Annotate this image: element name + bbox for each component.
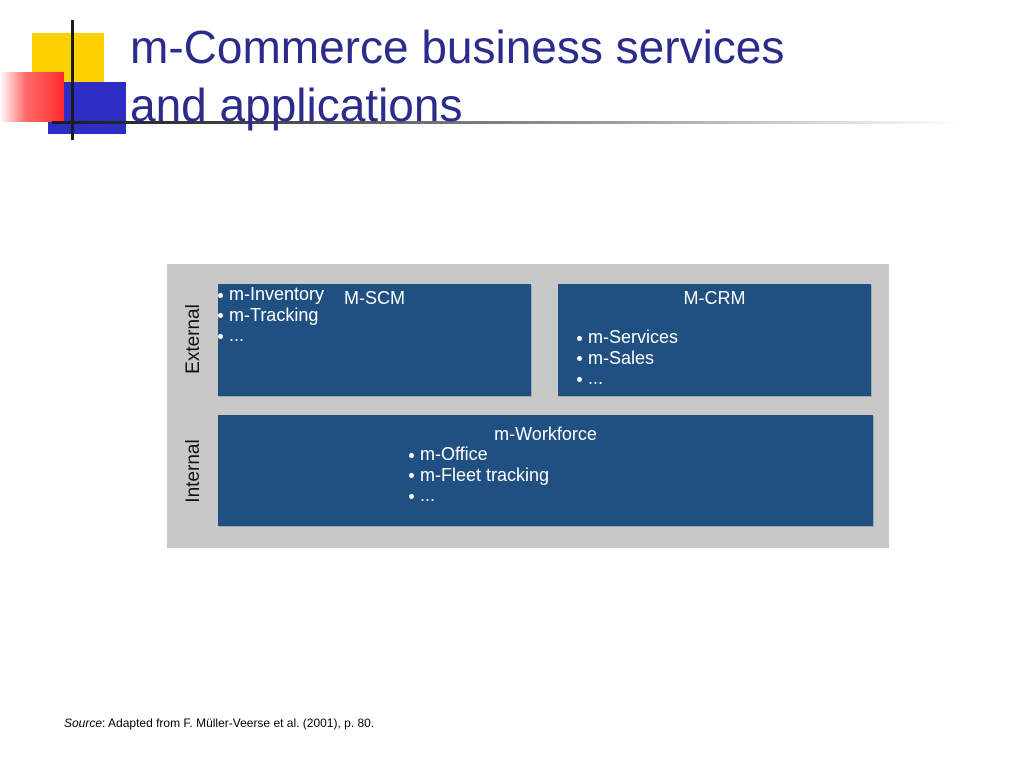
bullet-icon — [409, 473, 414, 479]
slide-title-line1: m-Commerce business services — [130, 21, 785, 73]
title-underline — [52, 121, 962, 124]
internal-label: Internal — [183, 439, 204, 503]
bullet-icon — [577, 356, 582, 362]
slide-title-line2: and applications — [130, 79, 463, 131]
m-workforce-title: m-Workforce — [494, 424, 597, 444]
slide-logo-decoration — [0, 0, 130, 145]
bullet-icon — [409, 493, 414, 499]
m-crm-list: m-Services m-Sales ... — [577, 327, 678, 389]
list-item-label: m-Services — [588, 327, 679, 347]
source-citation: Source: Adapted from F. Müller-Veerse et… — [64, 716, 374, 730]
m-scm-title: M-SCM — [344, 288, 405, 308]
m-workforce-list: m-Office m-Fleet tracking ... — [409, 444, 549, 506]
m-scm-list: m-Inventory m-Tracking ... — [218, 284, 324, 346]
list-item-label: ... — [588, 368, 604, 388]
bullet-icon — [409, 452, 414, 458]
slide-title: m-Commerce business services and applica… — [130, 18, 784, 134]
list-item-label: m-Inventory — [229, 284, 325, 304]
list-item-label: m-Sales — [588, 347, 655, 368]
list-item: m-Tracking — [218, 305, 324, 326]
list-item: ... — [409, 485, 549, 506]
m-crm-title: M-CRM — [683, 288, 746, 308]
logo-vertical-line — [71, 20, 74, 140]
list-item-label: m-Office — [420, 444, 488, 464]
list-item-label: m-Fleet tracking — [420, 464, 550, 485]
bullet-icon — [218, 333, 223, 339]
m-scm-box: M-SCM m-Inventory m-Tracking ... — [218, 284, 531, 396]
source-label: Source — [64, 716, 103, 730]
logo-red-square — [0, 72, 64, 122]
list-item-label: ... — [420, 485, 436, 505]
bullet-icon — [577, 376, 582, 382]
m-workforce-box: m-Workforce m-Office m-Fleet tracking ..… — [218, 415, 873, 526]
list-item: ... — [218, 325, 324, 346]
list-item: ... — [577, 368, 678, 389]
list-item: m-Office — [409, 444, 549, 465]
list-item-label: ... — [229, 325, 245, 345]
list-item: m-Inventory — [218, 284, 324, 305]
source-text: : Adapted from F. Müller-Veerse et al. (… — [102, 716, 375, 730]
bullet-icon — [577, 335, 582, 341]
list-item: m-Sales — [577, 348, 678, 369]
services-diagram: External Internal M-SCM m-Inventory m-Tr… — [167, 264, 889, 548]
bullet-icon — [218, 313, 223, 319]
external-label: External — [183, 304, 204, 374]
list-item-label: m-Tracking — [229, 304, 319, 325]
list-item: m-Fleet tracking — [409, 465, 549, 486]
list-item: m-Services — [577, 327, 678, 348]
bullet-icon — [218, 292, 223, 298]
m-crm-box: M-CRM m-Services m-Sales ... — [558, 284, 871, 396]
